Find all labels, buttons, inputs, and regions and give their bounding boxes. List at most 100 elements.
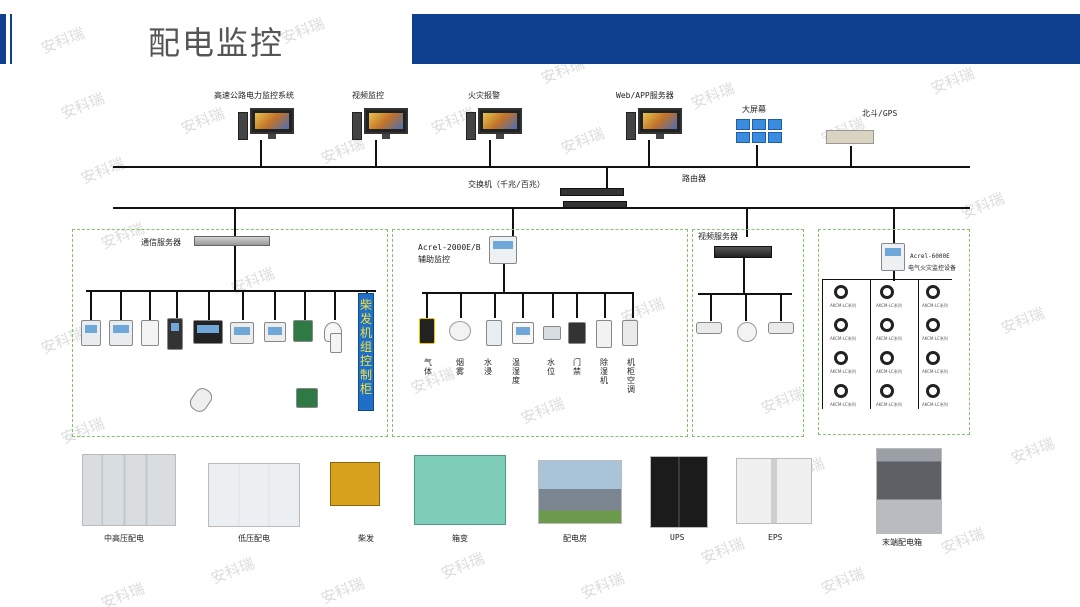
- current-transformer-icon: [834, 384, 848, 398]
- meter-icon: [264, 322, 286, 342]
- dome-camera-icon: [737, 322, 757, 342]
- connector: [375, 140, 377, 167]
- current-transformer-icon: [880, 318, 894, 332]
- box-transformer-photo: [414, 455, 506, 525]
- eps-photo: [736, 458, 812, 524]
- header-accent-bar: [0, 14, 6, 64]
- ct-label: AKCM-LC系列: [922, 369, 948, 374]
- connector: [870, 279, 871, 409]
- ct-label: AKCM-LC系列: [922, 402, 948, 407]
- watermark: 安科瑞: [998, 304, 1047, 338]
- connector: [304, 290, 306, 320]
- bullet-camera-icon: [768, 322, 794, 334]
- fire-monitor-name-label: 电气火灾监控设备: [908, 265, 957, 272]
- photo-label: UPS: [670, 533, 685, 542]
- auxiliary-model-label: Acrel-2000E/B: [418, 243, 481, 252]
- watermark: 安科瑞: [78, 154, 127, 188]
- temperature-humidity-icon: [512, 322, 534, 344]
- connector: [632, 292, 634, 318]
- photo-label: EPS: [768, 533, 783, 542]
- generator-photo: [330, 462, 380, 506]
- connector: [743, 258, 745, 294]
- connector: [648, 140, 650, 167]
- ct-label: AKCM-LC系列: [830, 369, 856, 374]
- connector: [576, 292, 578, 318]
- protection-relay-icon: [109, 320, 133, 346]
- router-label: 路由器: [682, 174, 706, 183]
- photo-label: 柴发: [358, 534, 374, 543]
- station-label-fire: 火灾报警: [468, 91, 500, 100]
- connector: [746, 207, 748, 237]
- current-transformer-icon: [880, 384, 894, 398]
- ct-label: AKCM-LC系列: [876, 369, 902, 374]
- connector: [893, 271, 895, 281]
- backbone-line-lower: [113, 207, 970, 209]
- zone-video-server: [692, 229, 804, 437]
- current-transformer-icon: [834, 318, 848, 332]
- connector: [366, 290, 368, 294]
- auxiliary-monitor-icon: [489, 236, 517, 264]
- bus-line: [422, 292, 634, 294]
- aux-sensor-label: 机柜空调: [627, 358, 635, 394]
- connector: [234, 246, 236, 290]
- zone-auxiliary: [392, 229, 688, 437]
- photo-label: 箱变: [452, 534, 468, 543]
- connector: [120, 290, 122, 320]
- photo-label: 末端配电箱: [882, 538, 922, 547]
- connector: [756, 145, 758, 167]
- connector: [460, 292, 462, 318]
- station-label-highway: 高速公路电力监控系统: [214, 91, 294, 100]
- current-transformer-icon: [834, 285, 848, 299]
- current-transformer-icon: [880, 351, 894, 365]
- current-transformer-icon: [926, 384, 940, 398]
- current-transformer-icon: [926, 351, 940, 365]
- connector: [149, 290, 151, 320]
- bus-line: [86, 290, 376, 292]
- multifunction-meter-icon: [193, 320, 223, 344]
- connector: [334, 290, 336, 320]
- comm-server-label: 通信服务器: [141, 238, 181, 247]
- connector: [208, 290, 210, 320]
- switch-icon: [560, 188, 624, 196]
- distribution-box-photo: [876, 448, 942, 534]
- watermark: 安科瑞: [278, 14, 327, 48]
- aux-sensor-label: 除湿机: [600, 358, 608, 385]
- watermark: 安科瑞: [1008, 434, 1057, 468]
- ct-label: AKCM-LC系列: [876, 402, 902, 407]
- connector: [780, 293, 782, 321]
- watermark: 安科瑞: [938, 524, 987, 558]
- generator-cabinet-label: 柴发机组控制柜: [358, 293, 374, 411]
- wireless-device-icon: [330, 333, 342, 353]
- watermark: 安科瑞: [208, 554, 257, 588]
- water-leak-sensor-icon: [486, 320, 502, 346]
- photo-label: 低压配电: [238, 534, 270, 543]
- watermark: 安科瑞: [558, 124, 607, 158]
- header-banner: [412, 14, 1080, 64]
- watermark: 安科瑞: [178, 104, 227, 138]
- watermark: 安科瑞: [928, 64, 977, 98]
- connector: [176, 290, 178, 320]
- page-title: 配电监控: [148, 24, 285, 62]
- gas-detector-icon: [419, 318, 435, 344]
- station-label-video: 视频监控: [352, 91, 384, 100]
- current-transformer-icon: [880, 285, 894, 299]
- aux-sensor-label: 温湿度: [512, 358, 520, 385]
- connector: [822, 279, 823, 409]
- comm-server-icon: [194, 236, 270, 246]
- watermark: 安科瑞: [438, 549, 487, 583]
- aux-sensor-label: 门禁: [573, 358, 581, 376]
- meter-icon: [293, 320, 313, 342]
- connector: [260, 140, 262, 167]
- switch-label: 交换机（千兆/百兆）: [468, 180, 545, 189]
- ct-label: AKCM-LC系列: [830, 303, 856, 308]
- gps-receiver-icon: [826, 130, 874, 144]
- zone-fire-monitor: [818, 229, 970, 435]
- dehumidifier-icon: [596, 320, 612, 348]
- connector: [850, 146, 852, 167]
- station-label-gps: 北斗/GPS: [862, 109, 898, 118]
- header-accent-thin-bar: [10, 14, 12, 64]
- wireless-sensor-icon: [296, 388, 318, 408]
- backbone-line-upper: [113, 166, 970, 168]
- watermark: 安科瑞: [318, 574, 367, 607]
- video-wall-icon: [736, 119, 782, 143]
